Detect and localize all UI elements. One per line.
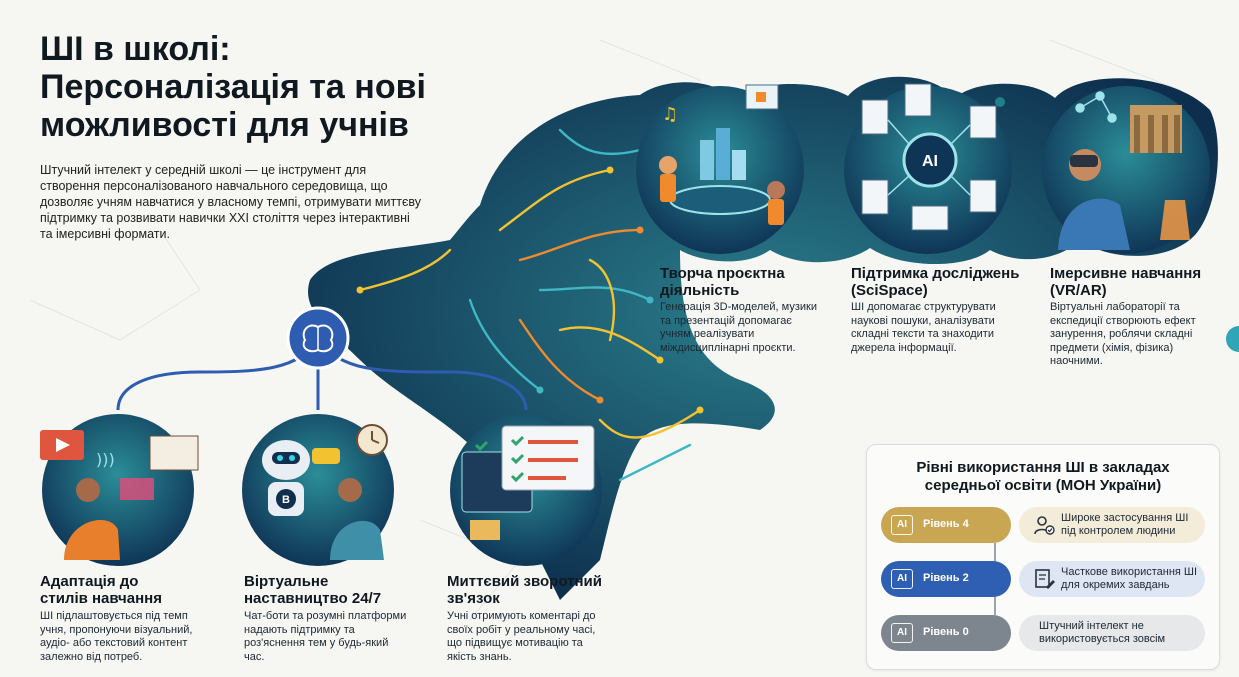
svg-text:))): )))	[96, 450, 115, 469]
adaptation-desc: ШІ підлаштовується під темп учня, пропон…	[40, 610, 193, 663]
side-scroll-button[interactable]	[1226, 326, 1239, 352]
ai-levels-panel: Рівні використання ШІ в закладах середнь…	[866, 444, 1220, 670]
adaptation-scene: )))	[40, 430, 199, 560]
creative-scene: ♫	[659, 84, 785, 225]
level-2-desc: Часткове використання ШІ для окремих зав…	[1019, 561, 1205, 597]
level-2-label: Рівень 2	[923, 572, 969, 584]
feedback-title: Миттєвий зворотний зв'язок	[447, 573, 602, 607]
level-2-pill: AI Рівень 2	[881, 561, 1011, 597]
creative-desc: Генерація 3D-моделей, музики та презента…	[660, 301, 817, 354]
creative-title: Творча проєктна діяльність	[660, 265, 785, 299]
research-desc: ШІ допомагає структурувати наукові пошук…	[851, 301, 996, 354]
mentoring-desc: Чат-боти та розумні платформи надають пі…	[244, 610, 407, 663]
document-edit-icon	[1035, 569, 1055, 589]
chip-icon: AI	[891, 515, 913, 535]
level-0-desc: Штучний інтелект не використовується зов…	[1019, 615, 1205, 651]
research-scene: AI	[861, 83, 1005, 231]
level-4-desc-text: Широке застосування ШІ під контролем люд…	[1061, 512, 1189, 537]
level-4-label: Рівень 4	[923, 518, 969, 530]
title-line-2: Персоналізація та нові	[40, 68, 426, 106]
level-0-desc-text: Штучний інтелект не використовується зов…	[1039, 620, 1166, 645]
page-title: ШІ в школі: Персоналізація та нові можли…	[40, 30, 500, 144]
immersive-desc: Віртуальні лабораторії та експедиції ств…	[1050, 301, 1196, 367]
svg-text:B: B	[282, 494, 290, 506]
level-0-label: Рівень 0	[923, 626, 969, 638]
adaptation-title: Адаптація до стилів навчання	[40, 573, 162, 607]
svg-text:♫: ♫	[662, 104, 678, 125]
levels-title: Рівні використання ШІ в закладах середнь…	[867, 459, 1219, 495]
level-4-pill: AI Рівень 4	[881, 507, 1011, 543]
title-line-1: ШІ в школі:	[40, 30, 231, 68]
level-2-desc-text: Часткове використання ШІ для окремих зав…	[1061, 566, 1198, 591]
chip-icon: AI	[891, 623, 913, 643]
research-title: Підтримка досліджень (SciSpace)	[851, 265, 1020, 299]
mentoring-title: Віртуальне наставництво 24/7	[244, 573, 382, 607]
immersive-scene	[1058, 91, 1190, 250]
feedback-desc: Учні отримують коментарі до своїх робіт …	[447, 610, 596, 663]
feedback-scene	[461, 425, 595, 540]
levels-title-text: Рівні використання ШІ в закладах середнь…	[916, 459, 1170, 494]
mentoring-scene: B	[262, 424, 388, 560]
title-line-3: можливості для учнів	[40, 106, 409, 144]
chip-icon: AI	[891, 569, 913, 589]
person-check-icon	[1034, 516, 1055, 535]
level-4-desc: Широке застосування ШІ під контролем люд…	[1019, 507, 1205, 543]
intro-text: Штучний інтелект у середній школі — це і…	[40, 163, 421, 241]
svg-text:AI: AI	[922, 153, 938, 170]
level-0-pill: AI Рівень 0	[881, 615, 1011, 651]
immersive-title: Імерсивне навчання (VR/AR)	[1050, 265, 1202, 299]
